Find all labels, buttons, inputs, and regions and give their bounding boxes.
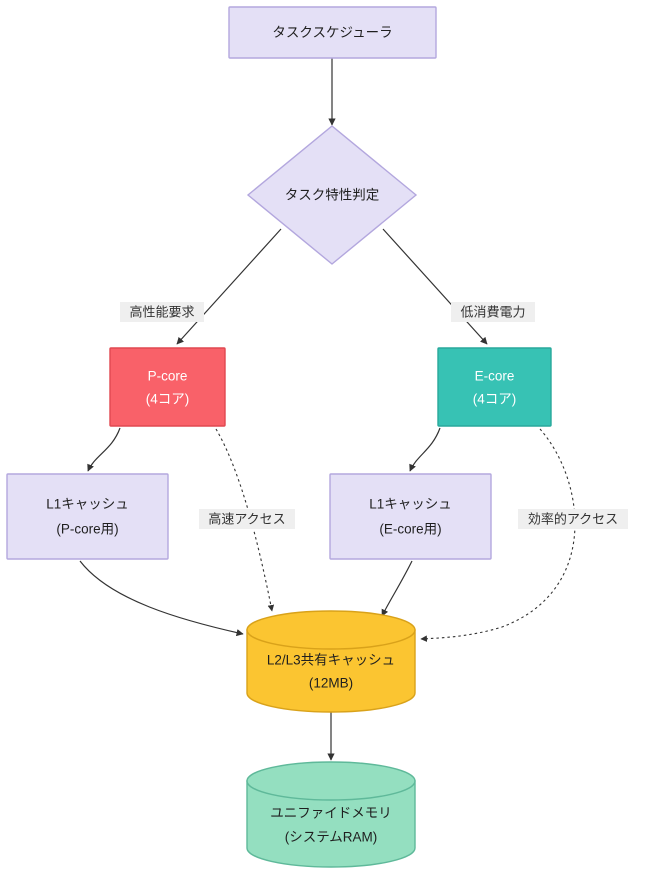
edge-label-efficient-access-text: 効率的アクセス <box>528 511 618 526</box>
edge-label-low-power-bg <box>451 302 535 322</box>
node-unified-memory[interactable]: ユニファイドメモリ (システムRAM) <box>246 761 416 868</box>
edge-label-fast-access: 高速アクセス <box>199 509 295 529</box>
node-scheduler-label: タスクスケジューラ <box>272 25 392 40</box>
edge-label-high-performance: 高性能要求 <box>120 302 204 322</box>
edge-decision-to-ecore <box>382 228 488 345</box>
node-l1-pcore-label-line1: L1キャッシュ <box>46 497 129 512</box>
node-decision[interactable]: タスク特性判定 <box>246 125 418 265</box>
edge-label-fast-access-bg <box>199 509 295 529</box>
node-l1-ecore-label-line2: (E-core用) <box>379 522 441 537</box>
node-unified-memory-label-line1: ユニファイドメモリ <box>270 806 392 821</box>
edge-pcore-to-l1pcore <box>87 427 121 472</box>
edge-layer <box>79 58 576 761</box>
node-unified-memory-label-line2: (システムRAM) <box>285 830 378 845</box>
edge-label-low-power-text: 低消費電力 <box>460 304 525 319</box>
node-shared-cache-body <box>246 629 416 713</box>
node-shared-cache-label-line2: (12MB) <box>309 676 353 691</box>
edge-l1pcore-to-sharedcache <box>79 560 244 637</box>
node-ecore-label-line1: E-core <box>475 369 515 384</box>
edge-l1ecore-to-sharedcache <box>381 560 413 617</box>
node-decision-label: タスク特性判定 <box>285 188 380 203</box>
node-shared-cache-top <box>246 610 416 650</box>
node-unified-memory-body <box>246 780 416 868</box>
edge-pcore-to-sharedcache-fast <box>215 428 275 612</box>
node-l1-ecore-label-line1: L1キャッシュ <box>369 497 452 512</box>
node-decision-shape <box>246 125 418 265</box>
edge-label-efficient-access-bg <box>518 509 628 529</box>
node-shared-cache-label-line1: L2/L3共有キャッシュ <box>267 653 395 668</box>
node-pcore-label-line1: P-core <box>148 369 188 384</box>
node-l1-pcore-shape <box>6 473 169 560</box>
node-pcore-shape <box>109 347 226 427</box>
node-unified-memory-top <box>246 761 416 801</box>
node-ecore-label-line2: (4コア) <box>473 392 517 407</box>
edge-label-fast-access-text: 高速アクセス <box>208 511 285 526</box>
edge-label-high-performance-text: 高性能要求 <box>129 304 194 319</box>
node-ecore-shape <box>437 347 552 427</box>
node-layer: タスクスケジューラ タスク特性判定 P-core (4コア) E-core (4… <box>6 6 552 868</box>
edge-decision-to-pcore <box>176 228 282 345</box>
edge-label-efficient-access: 効率的アクセス <box>518 509 628 529</box>
node-pcore[interactable]: P-core (4コア) <box>109 347 226 427</box>
node-scheduler[interactable]: タスクスケジューラ <box>228 6 437 59</box>
node-pcore-label-line2: (4コア) <box>146 392 190 407</box>
node-l1-ecore[interactable]: L1キャッシュ (E-core用) <box>329 473 492 560</box>
node-l1-pcore[interactable]: L1キャッシュ (P-core用) <box>6 473 169 560</box>
edge-label-low-power: 低消費電力 <box>451 302 535 322</box>
node-l1-pcore-label-line2: (P-core用) <box>56 522 118 537</box>
node-ecore[interactable]: E-core (4コア) <box>437 347 552 427</box>
edge-label-high-performance-bg <box>120 302 204 322</box>
edge-ecore-to-l1ecore <box>409 427 441 472</box>
node-shared-cache[interactable]: L2/L3共有キャッシュ (12MB) <box>246 610 416 713</box>
node-scheduler-shape <box>228 6 437 59</box>
edge-label-layer: 高性能要求 低消費電力 高速アクセス 効率的アクセス <box>120 302 628 529</box>
node-l1-ecore-shape <box>329 473 492 560</box>
